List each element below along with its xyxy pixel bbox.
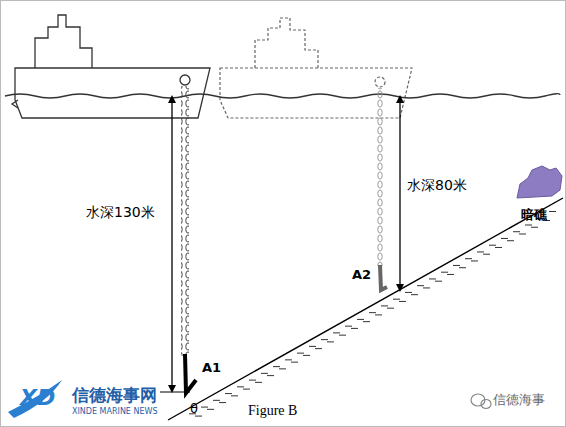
anchor-chain bbox=[376, 88, 384, 266]
anchor bbox=[380, 265, 387, 290]
logo-subtext: XINDE MARINE NEWS bbox=[72, 408, 157, 417]
watermark-icon bbox=[471, 394, 491, 409]
anchor-label: A1 bbox=[202, 361, 221, 375]
logo-text: 信德海事网 bbox=[72, 386, 157, 405]
depth-label: 水深80米 bbox=[407, 178, 467, 193]
seabed-slope bbox=[168, 198, 563, 420]
depth-arrow bbox=[171, 99, 172, 389]
seabed-hatching bbox=[189, 211, 556, 416]
depth-arrow bbox=[399, 99, 400, 288]
anchor-label: A2 bbox=[352, 268, 371, 282]
anchor bbox=[185, 354, 196, 393]
logo-mark bbox=[8, 380, 62, 418]
logo-text: XD bbox=[20, 386, 55, 410]
anchor-chain bbox=[181, 86, 189, 356]
depth-tick bbox=[160, 392, 190, 393]
water-surface bbox=[5, 94, 560, 98]
angle-label: θ bbox=[190, 402, 198, 416]
depth-label: 水深130米 bbox=[84, 204, 157, 221]
figure-label: Figure B bbox=[248, 403, 297, 418]
reef-label: 暗礁 bbox=[521, 208, 547, 222]
ship bbox=[12, 15, 210, 118]
watermark: 信德海事 bbox=[493, 393, 545, 407]
reef bbox=[517, 166, 562, 198]
